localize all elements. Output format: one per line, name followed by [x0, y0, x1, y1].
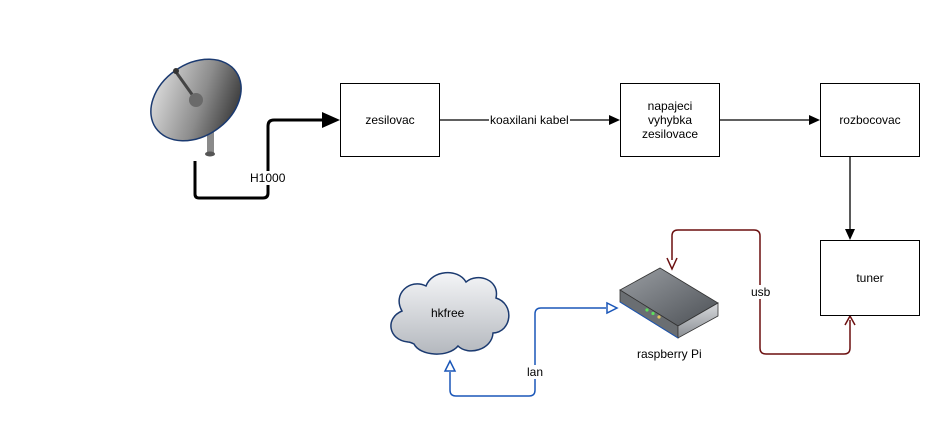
link-switch-splitter [720, 115, 820, 125]
link-dish-amplifier [193, 112, 340, 200]
amplifier-label: zesilovac [365, 113, 415, 127]
satellite-dish-icon [150, 58, 242, 157]
raspberry-pi-device-icon [619, 267, 719, 339]
tuner-node[interactable]: tuner [820, 240, 920, 316]
edge-label-coax: koaxilani kabel [489, 113, 570, 127]
link-cloud-raspberry [443, 301, 619, 397]
splitter-node[interactable]: rozbocovac [820, 83, 920, 157]
tuner-label: tuner [856, 271, 884, 285]
amplifier-node[interactable]: zesilovac [340, 83, 440, 157]
edge-label-h1000: H1000 [249, 171, 287, 185]
edge-label-lan: lan [526, 365, 545, 379]
raspberry-pi-label: raspberry Pi [636, 347, 703, 361]
cloud-label: hkfree [431, 306, 465, 320]
link-splitter-tuner [845, 157, 855, 240]
power-switch-label: napajeci vyhybka zesilovace [641, 99, 699, 141]
splitter-label: rozbocovac [839, 113, 901, 127]
cloud-icon [390, 272, 510, 355]
power-switch-node[interactable]: napajeci vyhybka zesilovace [620, 83, 720, 157]
edge-label-usb: usb [750, 285, 772, 299]
